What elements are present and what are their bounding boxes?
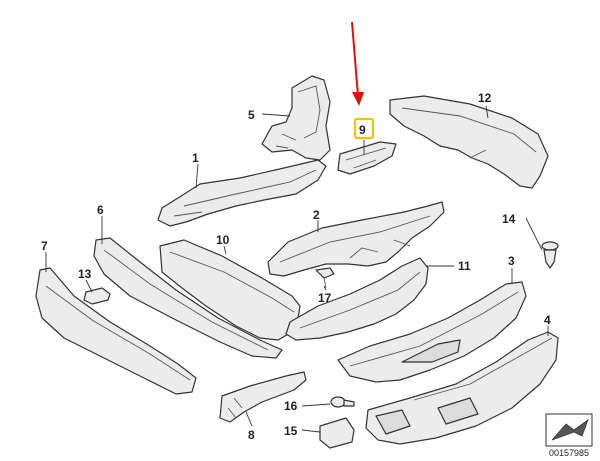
highlight-box bbox=[353, 117, 375, 140]
part-7-shape bbox=[35, 267, 197, 395]
part-15-shape bbox=[319, 417, 355, 449]
callout-8: 8 bbox=[248, 428, 255, 442]
leader-lines bbox=[45, 105, 549, 433]
part-6-shape bbox=[93, 237, 283, 359]
part-5-shape bbox=[261, 75, 331, 161]
callout-11: 11 bbox=[458, 259, 471, 273]
part-9-shape bbox=[337, 141, 397, 175]
callout-14: 14 bbox=[502, 212, 516, 226]
part-11-shape bbox=[285, 257, 429, 341]
part-8-shape bbox=[219, 371, 307, 423]
callout-2: 2 bbox=[313, 208, 320, 222]
part-1-shape bbox=[157, 159, 327, 227]
arrow-down-icon bbox=[351, 21, 364, 106]
callout-1: 1 bbox=[192, 151, 199, 165]
part-16-shape bbox=[330, 396, 355, 408]
callout-10: 10 bbox=[216, 233, 230, 247]
document-id: 00157985 bbox=[549, 448, 589, 458]
callout-13: 13 bbox=[78, 267, 92, 281]
callout-17: 17 bbox=[318, 291, 332, 305]
callout-16: 16 bbox=[284, 399, 298, 413]
part-2-shape bbox=[267, 201, 445, 277]
part-3-shape bbox=[337, 281, 527, 383]
callout-9: 9 bbox=[359, 123, 366, 137]
part-13-shape bbox=[83, 287, 111, 305]
callout-4: 4 bbox=[544, 313, 551, 327]
page-navigation-icon bbox=[545, 413, 593, 447]
callout-12: 12 bbox=[478, 91, 492, 105]
callout-3: 3 bbox=[508, 254, 515, 268]
part-12-shape bbox=[389, 95, 549, 189]
callout-6: 6 bbox=[97, 203, 104, 217]
part-17-shape bbox=[315, 267, 335, 289]
part-14-shape bbox=[541, 241, 559, 269]
callout-5: 5 bbox=[248, 108, 255, 122]
part-4-shape bbox=[365, 331, 559, 445]
callout-7: 7 bbox=[41, 239, 48, 253]
callout-15: 15 bbox=[284, 424, 298, 438]
